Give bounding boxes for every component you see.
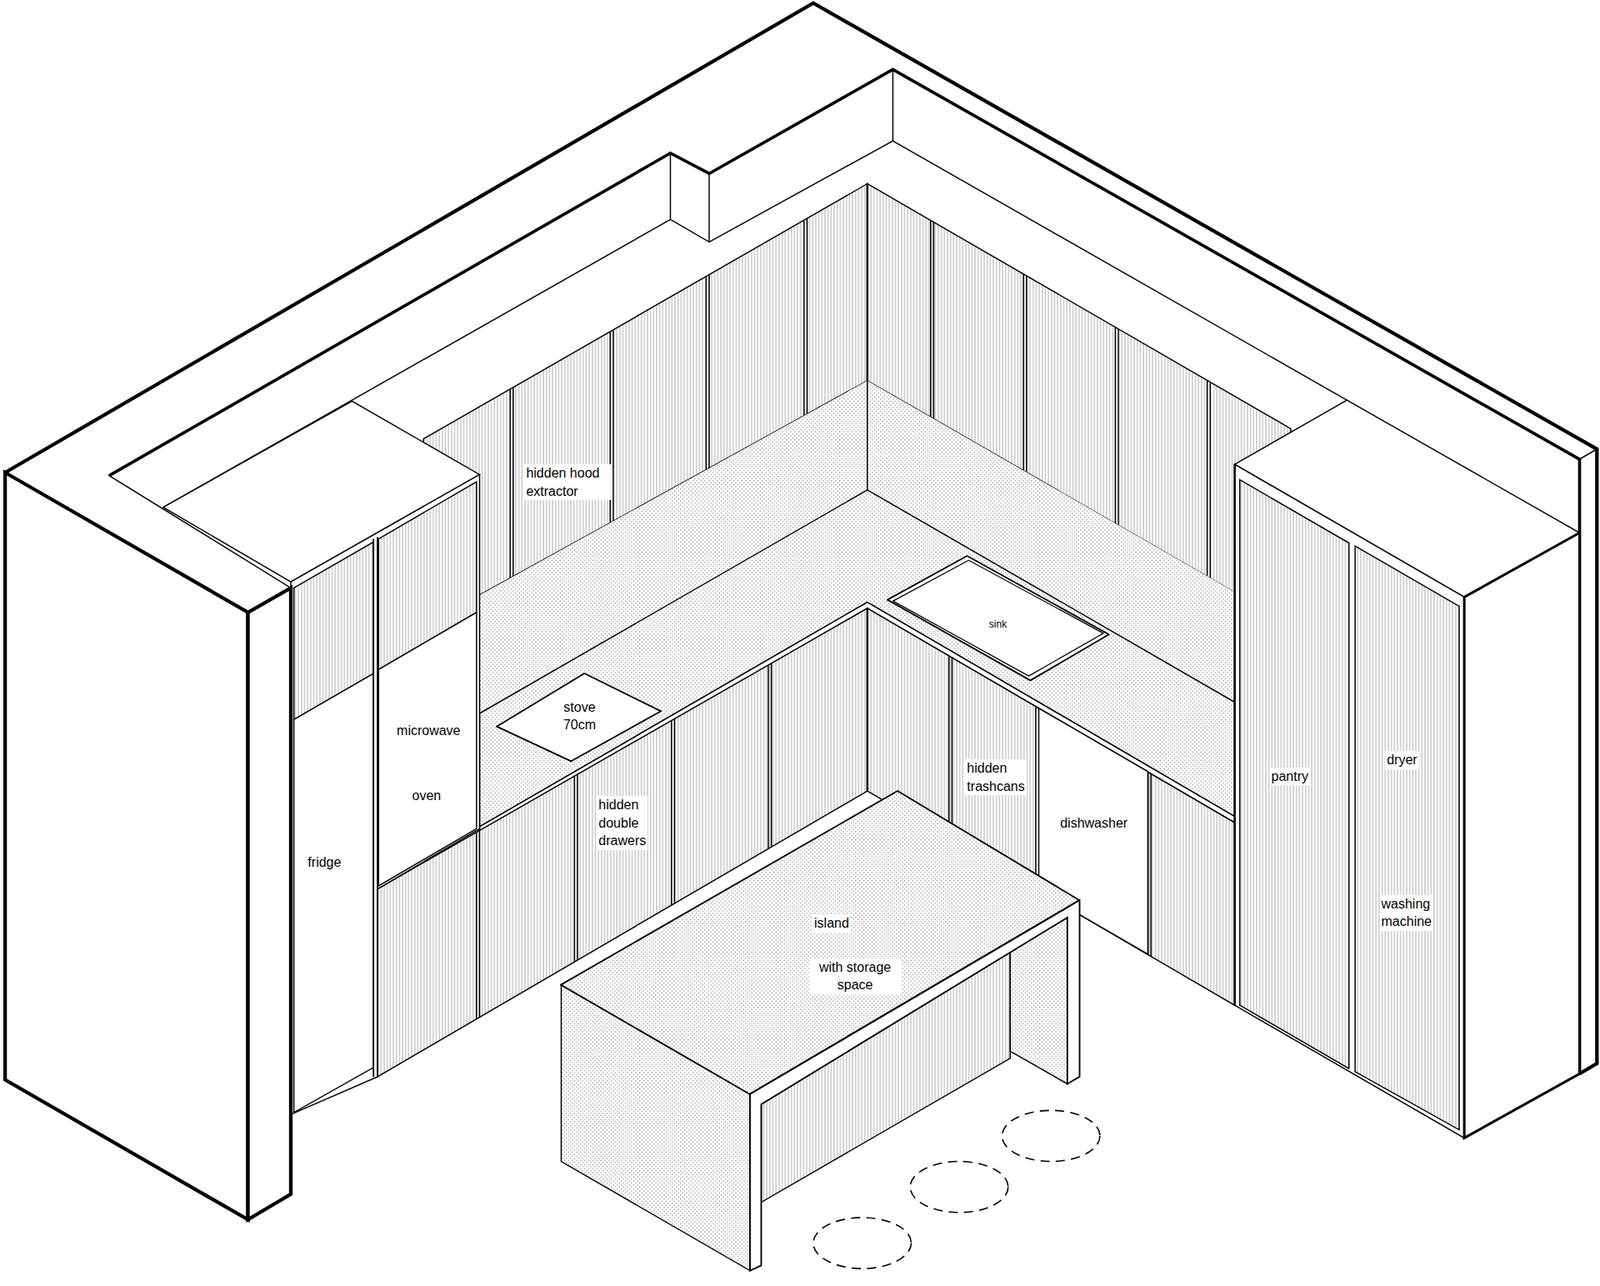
null <box>1025 275 1027 472</box>
part-label: hidden trashcans <box>965 759 1026 795</box>
null <box>674 718 675 905</box>
null <box>1022 273 1024 470</box>
stool-marks <box>813 1110 1100 1269</box>
pantry-unit <box>1235 464 1465 1138</box>
null <box>1035 705 1036 889</box>
null <box>1150 773 1151 956</box>
wall <box>1580 449 1598 1074</box>
part-label: dishwasher <box>1058 814 1130 833</box>
part-label: pantry <box>1270 767 1310 786</box>
sink-outline <box>887 555 1110 680</box>
null <box>806 218 808 415</box>
stove-outline <box>496 673 661 761</box>
null <box>866 608 869 791</box>
sink-outline: sink <box>887 555 1110 680</box>
null <box>1206 380 1208 576</box>
pantry-unit <box>1464 532 1580 1138</box>
null <box>1147 771 1149 955</box>
tall-unit <box>376 536 379 1077</box>
null <box>1115 326 1116 524</box>
null <box>770 663 772 847</box>
node-text: with storage space <box>809 958 901 995</box>
pantry-unit <box>1240 480 1350 1070</box>
tall-unit <box>378 612 477 886</box>
sink-outline <box>893 560 1104 677</box>
null <box>612 330 614 522</box>
null <box>1117 328 1119 525</box>
pantry-unit <box>1233 464 1235 1005</box>
stove-outline: stove 70cm <box>496 673 661 761</box>
part-label: dryer <box>1385 750 1419 770</box>
null <box>930 220 931 418</box>
null <box>948 655 950 839</box>
tall-unit <box>290 474 480 1115</box>
node-text: island <box>812 914 851 933</box>
wall <box>892 69 894 141</box>
wall-pillar <box>5 472 248 1220</box>
node-text: sink <box>987 617 1009 631</box>
null <box>475 831 477 1019</box>
null <box>708 274 710 469</box>
null <box>479 830 480 1018</box>
null <box>574 775 575 962</box>
island-top <box>560 790 1080 1095</box>
node-text: stove 70cm <box>561 698 598 735</box>
null <box>512 386 514 577</box>
countertop <box>866 380 868 490</box>
stool-marks <box>813 1217 912 1269</box>
null <box>1210 382 1211 578</box>
null <box>767 665 769 849</box>
part-label: microwave <box>395 721 462 740</box>
null <box>951 657 953 840</box>
wall-pillar <box>5 472 291 1220</box>
wall <box>670 153 710 243</box>
null <box>705 276 707 470</box>
wall-pillar <box>248 587 291 1220</box>
pantry-unit <box>1355 545 1460 1130</box>
stool-marks <box>910 1161 1009 1213</box>
part-label: hidden hood extractor <box>524 464 611 500</box>
tall-unit <box>294 673 375 1113</box>
null <box>866 183 869 380</box>
part-label: hidden double drawers <box>596 795 648 850</box>
pantry-unit <box>1235 400 1580 1138</box>
tall-unit <box>372 539 375 1077</box>
null <box>803 220 805 416</box>
null <box>933 222 935 419</box>
part-label: washing machine <box>1380 895 1434 931</box>
null <box>510 389 511 579</box>
part-label: oven <box>410 786 443 805</box>
null <box>576 773 578 960</box>
part-label: fridge <box>305 853 343 872</box>
stool-marks <box>1001 1110 1100 1161</box>
null <box>670 720 672 906</box>
